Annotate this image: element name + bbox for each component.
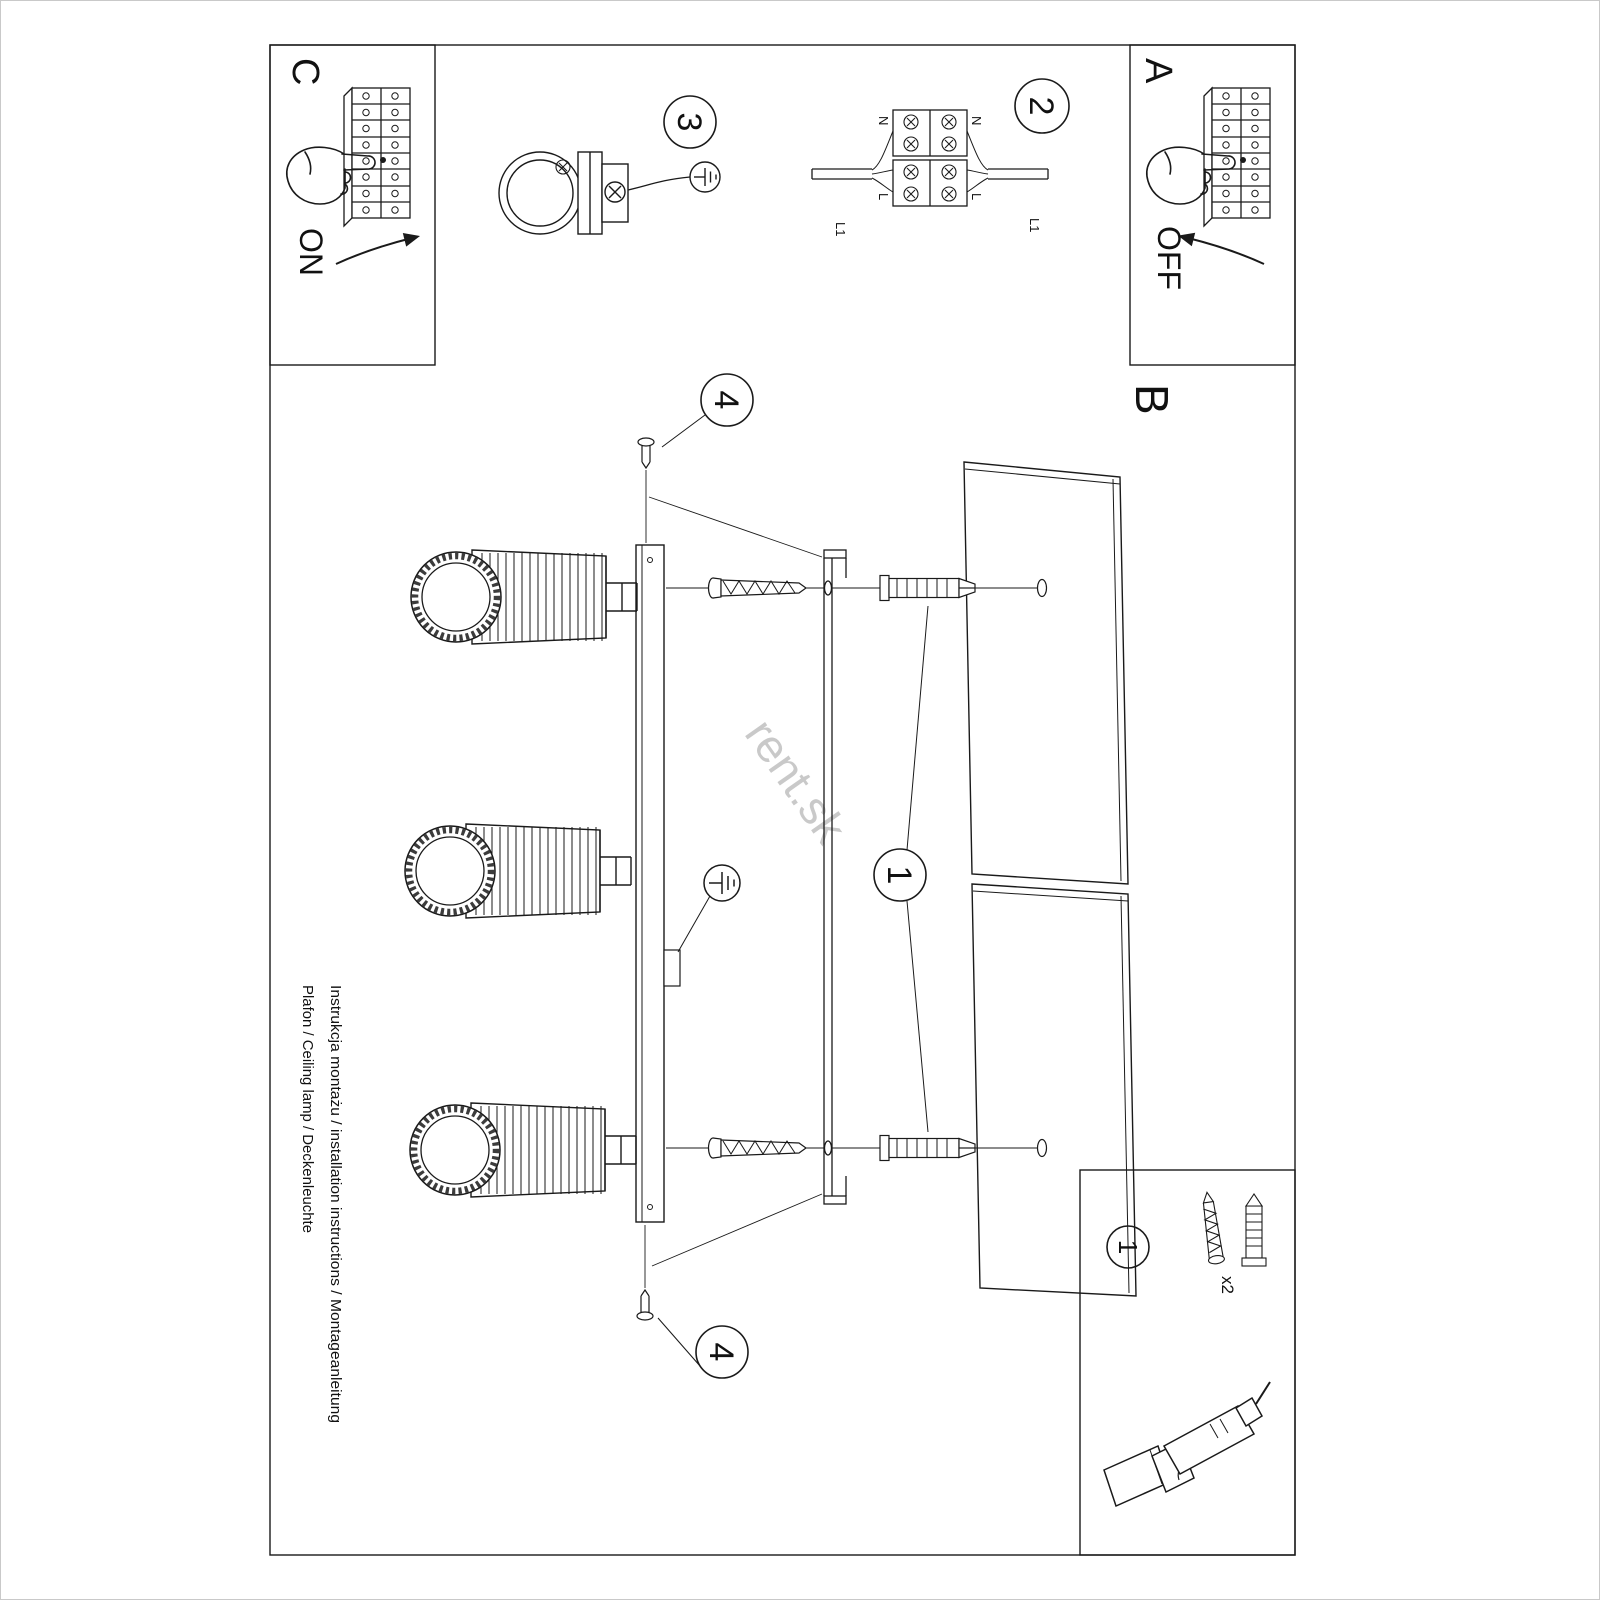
step4-badge-bottom-number: 4 <box>702 1343 740 1362</box>
leader-step1-top <box>906 605 929 851</box>
off-arrow <box>1187 237 1265 265</box>
ground-symbol-icon-main <box>677 864 741 953</box>
cover-screw-bottom <box>636 1193 823 1321</box>
step1-badge-circle <box>873 848 927 902</box>
spotlight-head-3 <box>410 1103 636 1197</box>
socket-ring-inner <box>506 159 574 227</box>
panel-a-box <box>1129 44 1296 366</box>
kit-badge-circle <box>1106 1225 1150 1269</box>
cover-screw-top <box>637 437 823 558</box>
wire-label-n-right: N <box>969 116 984 125</box>
wire-label-l1-right: L1 <box>1027 218 1042 232</box>
step3-badge-circle <box>663 95 717 149</box>
off-label: OFF <box>1151 226 1187 290</box>
mounting-bracket <box>823 549 847 1205</box>
off-arrowhead <box>1178 232 1196 247</box>
panel-c <box>269 44 436 366</box>
wire-label-l-right: L <box>969 193 984 200</box>
step2-badge-number: 2 <box>1022 97 1060 116</box>
on-label: ON <box>293 228 329 276</box>
main-frame <box>269 44 1296 1556</box>
lamp-base-bar <box>635 544 681 1223</box>
terminal-block-c <box>343 87 411 227</box>
kit-badge-number: 1 <box>1113 1240 1143 1254</box>
panel-c-box <box>269 44 436 366</box>
leader-step4-bottom <box>657 1317 701 1367</box>
socket-terminal-screw <box>604 181 626 203</box>
wire-label-l1-left: L1 <box>833 222 848 236</box>
ceiling-panels <box>963 461 1137 1297</box>
kit-screw <box>1202 1191 1225 1265</box>
earth-bracket <box>663 949 681 987</box>
footer-line-1: Instrukcja montażu / installation instru… <box>327 985 344 1423</box>
step3-badge-number: 3 <box>670 113 708 132</box>
cable-right <box>988 168 1049 180</box>
kit-quantity-label: x2 <box>1218 1276 1237 1294</box>
wire-label-n-left: N <box>876 116 891 125</box>
spotlight-head-1 <box>411 550 637 644</box>
step2-wiring-diagram <box>811 78 1070 207</box>
ceiling-panel-lower <box>971 883 1137 1297</box>
step4-badge-top-circle <box>700 373 754 427</box>
step4-badge-top-number: 4 <box>707 391 745 410</box>
exploded-view <box>405 373 1137 1379</box>
panel-a <box>1129 44 1296 366</box>
footer-line-2: Plafon / Ceiling lamp / Deckenleuchte <box>299 985 316 1233</box>
cable-left <box>811 168 872 180</box>
drill-icon <box>1103 1381 1271 1508</box>
spotlight-head-2 <box>405 824 631 918</box>
panel-a-label: A <box>1137 58 1179 84</box>
socket-terminal <box>601 163 629 223</box>
kit-box <box>1079 1169 1296 1556</box>
kit-wall-plug <box>1241 1193 1267 1267</box>
step4-badge-bottom-circle <box>695 1325 749 1379</box>
step2-badge-circle <box>1014 78 1070 134</box>
leader-step1-bottom <box>906 900 929 1133</box>
on-arrowhead <box>402 233 420 247</box>
socket-ring-outer <box>498 151 582 235</box>
earth-wire <box>627 176 691 191</box>
ground-symbol-icon-small <box>689 161 721 193</box>
panel-c-label: C <box>284 58 326 85</box>
ceiling-panel-upper <box>963 461 1129 885</box>
panel-b-label: B <box>1126 384 1178 415</box>
wire-label-l-left: L <box>876 193 891 200</box>
step1-badge-number: 1 <box>880 866 918 885</box>
step3-socket-detail <box>498 95 721 235</box>
kit-box-border <box>1079 1169 1296 1556</box>
leader-step4-top <box>661 414 706 448</box>
terminal-block-a <box>1203 87 1271 227</box>
